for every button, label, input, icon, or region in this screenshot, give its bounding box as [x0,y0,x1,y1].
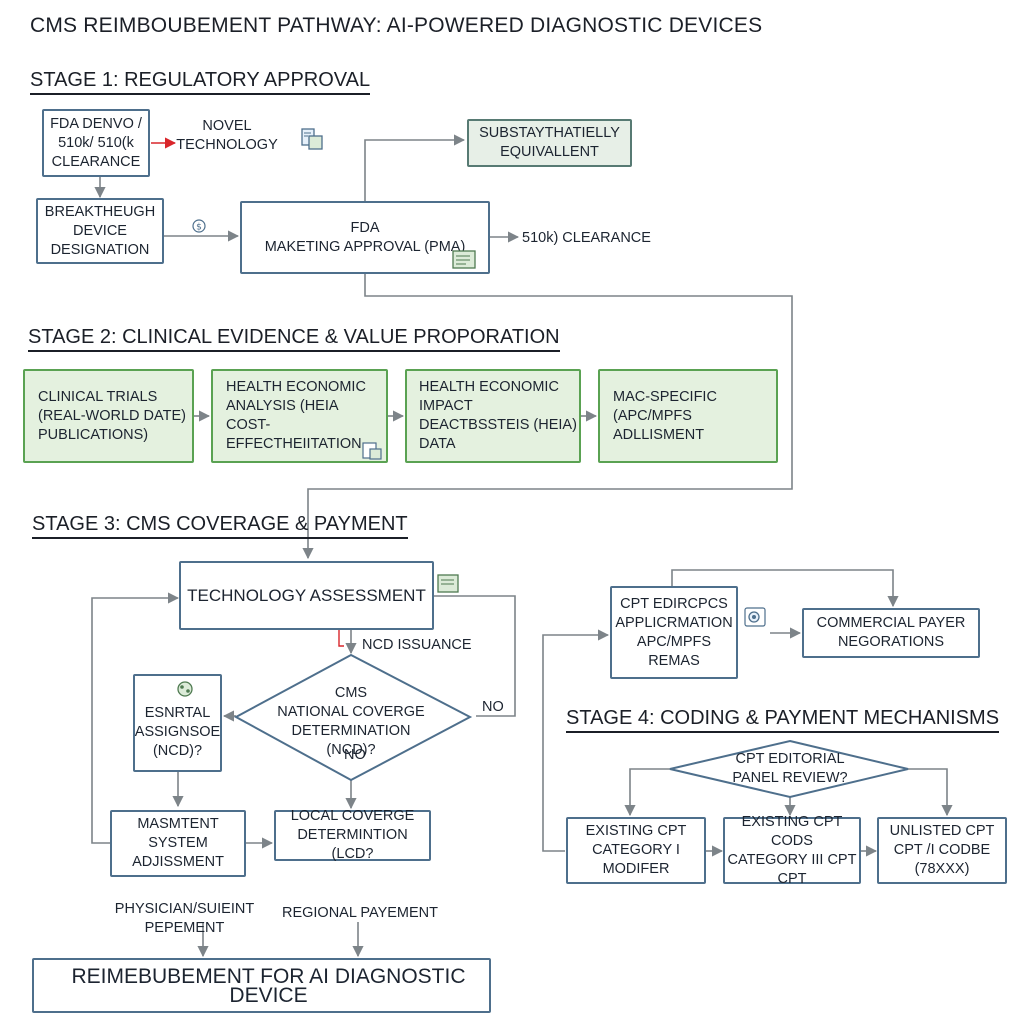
document-icon [301,128,323,150]
final-reimbursement-box: REIMEBUBEMENT FOR AI DIAGNOSTIC DEVICE [32,958,491,1013]
cpt-hcpcs-box: CPT EDIRCPCS APPLICRMATION APC/MPFS REMA… [610,586,738,679]
stage2-box-2: HEALTH ECONOMIC ANALYSIS (HEIA COST-EFFE… [211,369,388,463]
cpt-panel-diamond [669,739,909,799]
certificate-icon [437,574,459,593]
substantially-equivalent-box: SUBSTAYTHATIELLY EQUIVALLENT [467,119,632,167]
no-label-right: NO [482,699,504,715]
stage4-heading: STAGE 4: CODING & PAYMENT MECHANISMS [566,706,1000,733]
esnrtal-box: ESNRTAL ASSIGNSOE (NCD)? [133,674,222,772]
masmtent-box: MASMTENT SYSTEM ADJISSMENT [110,810,246,877]
ncd-issuance-marker [338,630,344,647]
svg-text:$: $ [196,223,202,233]
existing-cpt-cat1-box: EXISTING CPT CATEGORY I MODIFER [566,817,706,884]
no-label-inside: NO [344,747,366,763]
certificate-icon [452,250,476,269]
stage2-box-4: MAC-SPECIFIC (APC/MPFS ADLLISMENT [598,369,778,463]
physician-payment-label: PHYSICIAN/SUIEINT PEPEMENT [114,901,255,936]
510k-clearance-label: 510k) CLEARANCE [522,230,651,246]
ncd-decision-diamond [233,653,473,782]
existing-cpt-cat3-box: EXISTING CPT CODS CATEGORY III CPT CPT [723,814,861,887]
novel-technology-label: NOVEL TECHNOLOGY [176,118,278,153]
arrow-panel-to-cat1 [624,768,670,817]
stage1-heading: STAGE 1: REGULATORY APPROVAL [30,68,371,95]
stage2-box-3: HEALTH ECONOMIC IMPACT DEACTBSSTEIS (HEI… [405,369,581,463]
arrow-pma-to-substantially [364,134,466,201]
fda-pma-box: FDA MAKETING APPROVAL (PMA) [240,201,490,274]
stage3-heading: STAGE 3: CMS COVERAGE & PAYMENT [32,512,408,539]
stage2-box-1: CLINICAL TRIALS (REAL-WORLD DATE) PUBLIC… [23,369,194,463]
dollar-icon: $ [192,219,206,233]
line-tech-to-no [434,595,516,717]
lcd-box: LOCAL COVERGE DETERMINTION (LCD? [274,808,431,862]
arrow-stage1-to-stage3 [302,274,793,560]
cpt-panel-text: CPT EDITORIAL PANEL REVIEW? [732,751,848,786]
unlisted-cpt-box: UNLISTED CPT CPT /I CODBE (78XXX) [877,817,1007,884]
regional-payment-label: REGIONAL PAYEMENT [281,905,439,921]
report-icon [362,442,382,460]
arrow-panel-to-unlisted [908,768,953,817]
stage2-heading: STAGE 2: CLINICAL EVIDENCE & VALUE PROPO… [28,325,560,352]
technology-assessment-box: TECHNOLOGY ASSESSMENT [179,561,434,630]
fda-denovo-box: FDA DENVO / 510k/ 510(k CLEARANCE [42,109,150,177]
arrow-loop-to-tech [91,592,180,844]
network-icon [177,681,193,697]
diagram-title: CMS REIMBOUBEMENT PATHWAY: AI-POWERED DI… [30,14,763,37]
arrow-cpt-to-commercial [671,569,899,608]
ncd-decision-text: CMS NATIONAL COVERGE DETERMINATION (NCD)… [277,685,425,758]
breakthrough-device-box: BREAKTHEUGH DEVICE DESIGNATION [36,198,164,264]
commercial-payer-box: COMMERCIAL PAYER NEGORATIONS [802,608,980,658]
ncd-issuance-label: NCD ISSUANCE [362,637,472,653]
gear-icon [744,607,766,627]
arrow-stage4-loop [542,629,610,852]
